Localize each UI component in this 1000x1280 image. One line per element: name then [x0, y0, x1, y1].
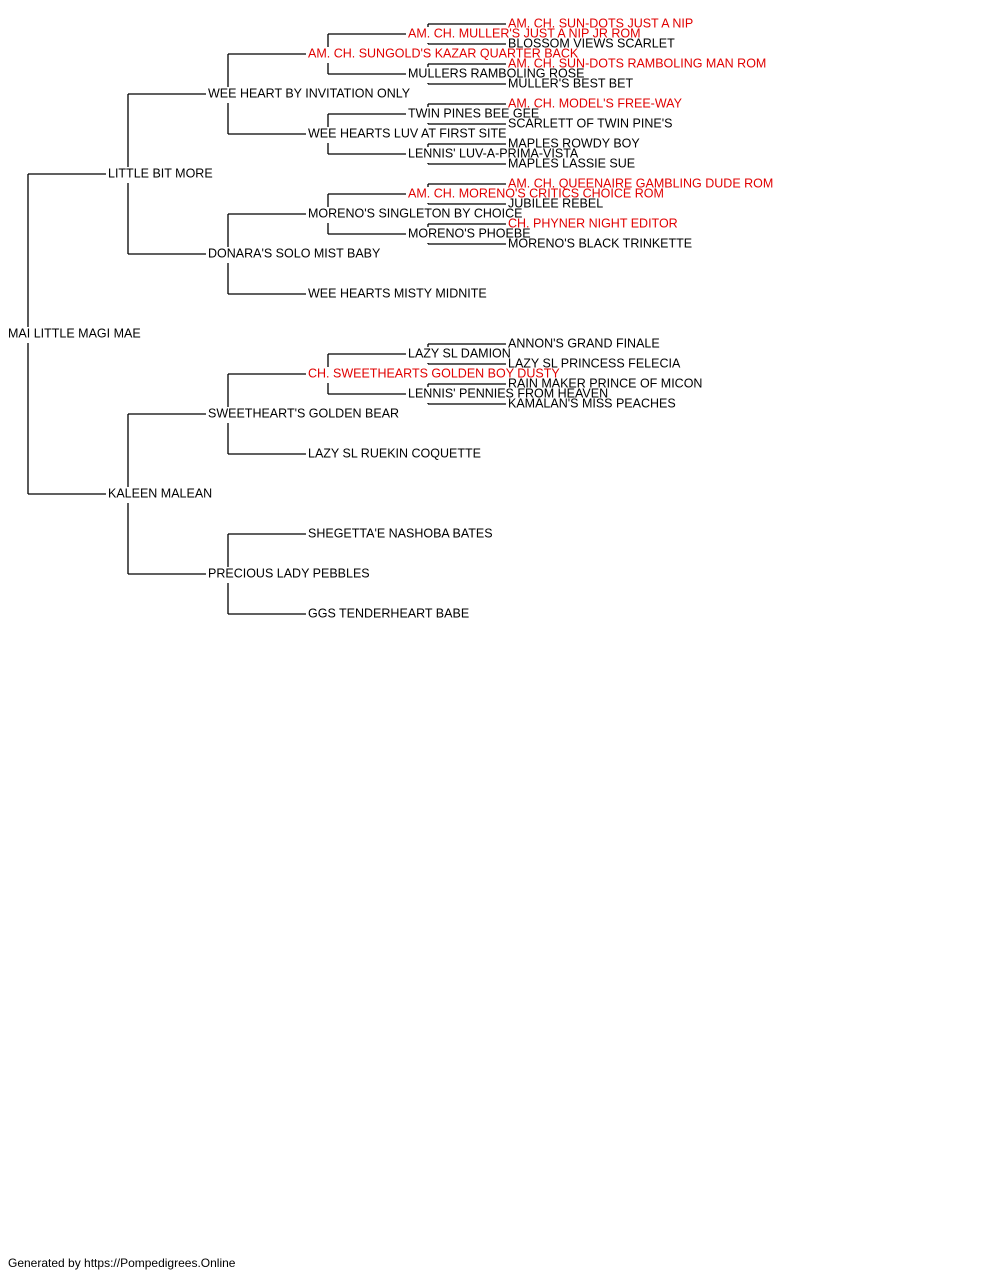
dog-name-root-d-s-d: LAZY SL RUEKIN COQUETTE — [308, 446, 481, 460]
dog-name-root-s-s-s: AM. CH. SUNGOLD'S KAZAR QUARTER BACK — [308, 46, 579, 60]
dog-name-root-s-s-d-d-s: MAPLES ROWDY BOY — [508, 136, 640, 150]
dog-name-root: MAI LITTLE MAGI MAE — [8, 326, 141, 340]
dog-name-root-s-d-s-d-d: MORENO'S BLACK TRINKETTE — [508, 236, 692, 250]
dog-name-root-d-d-s: SHEGETTA'E NASHOBA BATES — [308, 526, 493, 540]
dog-name-root-s-s-d-d-d: MAPLES LASSIE SUE — [508, 156, 635, 170]
dog-name-root-s-s-d-s-d: SCARLETT OF TWIN PINE'S — [508, 116, 672, 130]
dog-name-root-s-s-s-s: AM. CH. MULLER'S JUST A NIP JR ROM — [408, 26, 641, 40]
dog-name-root-s: LITTLE BIT MORE — [108, 166, 213, 180]
dog-name-root-s-s-s-d-s: AM. CH. SUN-DOTS RAMBOLING MAN ROM — [508, 56, 766, 70]
dog-name-root-d-d-d: GGS TENDERHEART BABE — [308, 606, 469, 620]
dog-name-root-d-s-s: CH. SWEETHEARTS GOLDEN BOY DUSTY — [308, 366, 560, 380]
dog-name-root-d-s-s-s-s: ANNON'S GRAND FINALE — [508, 336, 660, 350]
dog-name-root-d-s-s-s-d: LAZY SL PRINCESS FELECIA — [508, 356, 681, 370]
dog-name-root-d-s-s-d-s: RAIN MAKER PRINCE OF MICON — [508, 376, 702, 390]
dog-name-root-s-s-d-s-s: AM. CH. MODEL'S FREE-WAY — [508, 96, 683, 110]
dog-name-root-d-s-s-d: LENNIS' PENNIES FROM HEAVEN — [408, 386, 608, 400]
footer-credit: Generated by https://Pompedigrees.Online — [8, 1256, 236, 1270]
dog-name-root-s-s: WEE HEART BY INVITATION ONLY — [208, 86, 411, 100]
dog-name-root-s-s-s-d-d: MULLER'S BEST BET — [508, 76, 633, 90]
dog-name-root-d-d: PRECIOUS LADY PEBBLES — [208, 566, 370, 580]
dog-name-root-s-s-s-s-d: BLOSSOM VIEWS SCARLET — [508, 36, 675, 50]
dog-name-root-s-d: DONARA'S SOLO MIST BABY — [208, 246, 381, 260]
dog-name-root-s-d-s-s-s: AM. CH. QUEENAIRE GAMBLING DUDE ROM — [508, 176, 773, 190]
dog-name-root-s-s-s-d: MULLERS RAMBOLING ROSE — [408, 66, 584, 80]
dog-name-root-s-d-s-d-s: CH. PHYNER NIGHT EDITOR — [508, 216, 678, 230]
dog-name-root-s-d-d: WEE HEARTS MISTY MIDNITE — [308, 286, 487, 300]
dog-name-root-d: KALEEN MALEAN — [108, 486, 212, 500]
dog-name-root-s-d-s-s: AM. CH. MORENO'S CRITICS CHOICE ROM — [408, 186, 664, 200]
dog-name-root-s-s-s-s-s: AM. CH. SUN-DOTS JUST A NIP — [508, 16, 693, 30]
dog-name-root-s-d-s-s-d: JUBILEE REBEL — [508, 196, 603, 210]
dog-name-root-s-d-s: MORENO'S SINGLETON BY CHOICE — [308, 206, 522, 220]
dog-name-root-d-s: SWEETHEART'S GOLDEN BEAR — [208, 406, 399, 420]
dog-name-root-d-s-s-d-d: KAMALAN'S MISS PEACHES — [508, 396, 676, 410]
dog-name-root-d-s-s-s: LAZY SL DAMION — [408, 346, 511, 360]
dog-name-root-s-s-d: WEE HEARTS LUV AT FIRST SITE — [308, 126, 506, 140]
dog-name-root-s-d-s-d: MORENO'S PHOEBE — [408, 226, 531, 240]
dog-name-root-s-s-d-s: TWIN PINES BEE GEE — [408, 106, 539, 120]
dog-name-root-s-s-d-d: LENNIS' LUV-A-PRIMA-VISTA — [408, 146, 579, 160]
